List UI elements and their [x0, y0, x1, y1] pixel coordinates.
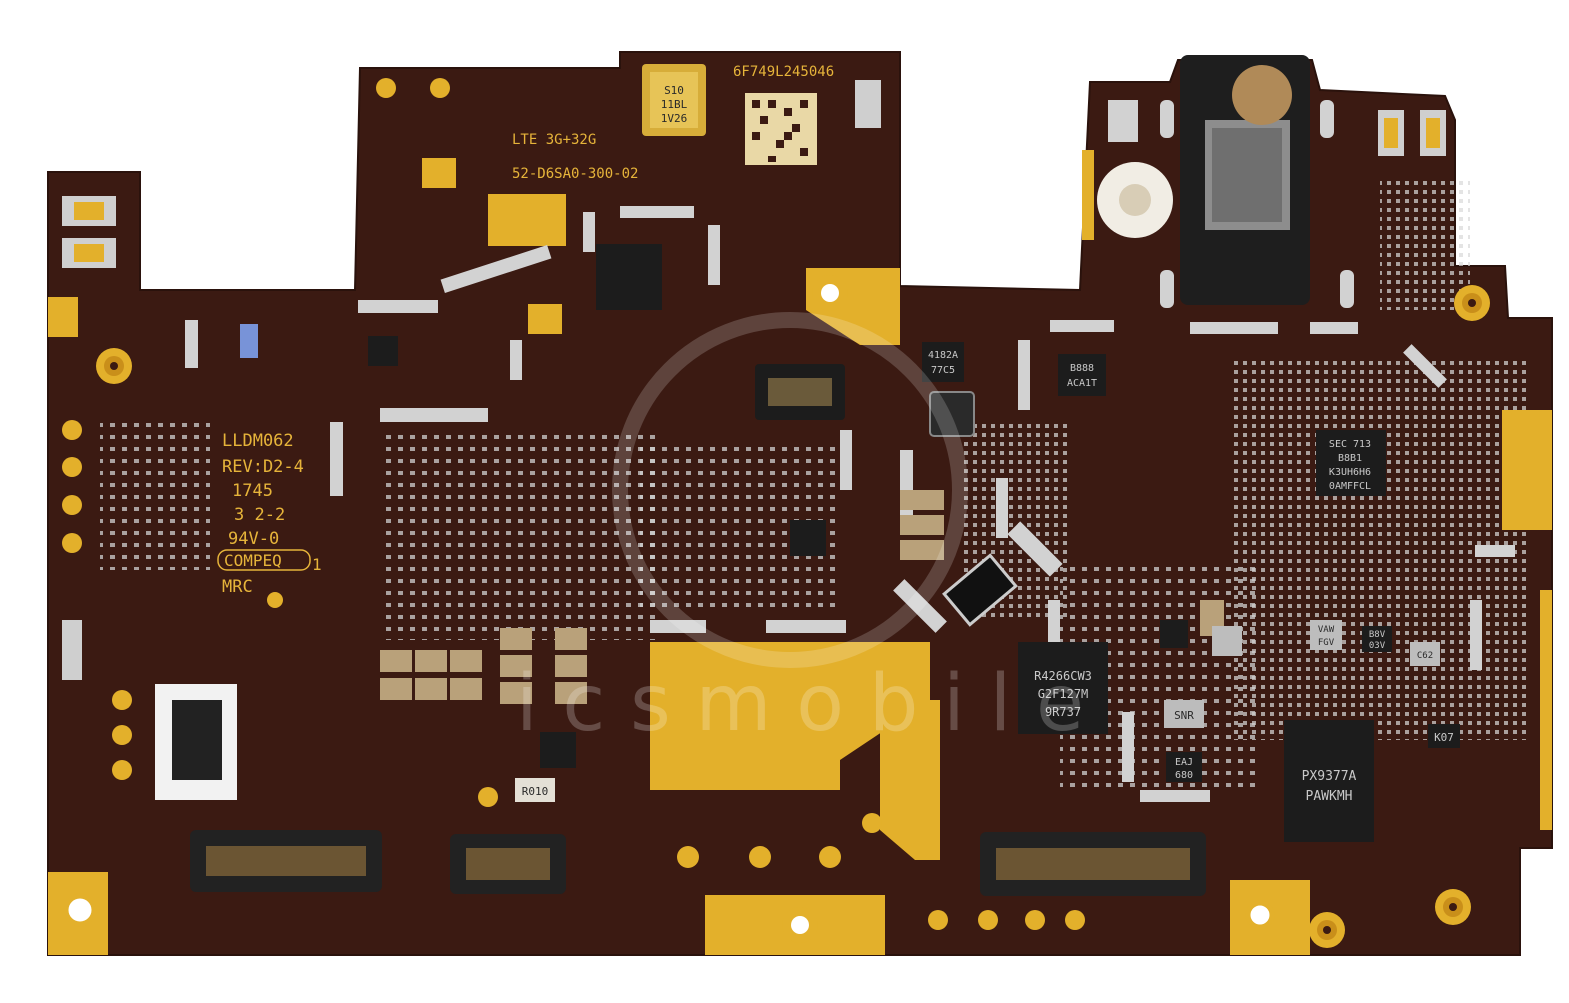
b2b-connector-top — [755, 364, 845, 420]
board-variant: LTE 3G+32G — [512, 132, 596, 148]
ic-small — [368, 336, 398, 366]
ic-small — [1362, 626, 1392, 652]
rf-connector — [96, 285, 1490, 948]
chip-sec-line-4: 0AMFFCL — [1329, 481, 1371, 492]
silk-flammability: 94V-0 — [228, 529, 279, 549]
ic-px9377a — [1284, 720, 1374, 842]
fpc-connector-left — [155, 684, 237, 800]
silk-origin: MRC — [222, 577, 253, 597]
ic-small — [540, 732, 576, 768]
silk-date: 1745 — [232, 481, 273, 501]
gold-pad-large — [650, 642, 930, 790]
chip-sec-line-1: SEC 713 — [1329, 439, 1371, 450]
silk-maker-outline — [217, 549, 311, 571]
shield-strips — [185, 100, 1515, 802]
silk-revision: REV:D2-4 — [222, 457, 304, 477]
chip-fgv-label: FGV — [1318, 638, 1335, 648]
chip-r4266-line-3: 9R737 — [1045, 705, 1081, 719]
chip-sec-line-3: K3UH6H6 — [1329, 467, 1371, 478]
board-serial: 6F749L245046 — [733, 64, 834, 80]
chip-snr-label: SNR — [1174, 709, 1194, 722]
ic-pmic-top — [922, 342, 964, 382]
ic-top — [596, 244, 662, 310]
b2b-connector-bottom-middle — [450, 834, 566, 894]
gold-pad — [48, 297, 78, 337]
cap-code-3: 1V26 — [661, 112, 688, 125]
chip-r4266-line-1: R4266CW3 — [1034, 669, 1092, 683]
board-part-number: 52-D6SA0-300-02 — [512, 166, 638, 182]
ic-small — [1410, 642, 1440, 666]
mount-hole — [63, 893, 97, 927]
passive-components — [380, 490, 1224, 704]
ic-small — [1310, 620, 1342, 650]
component-field — [100, 420, 210, 570]
ic-eaj — [1166, 752, 1202, 782]
chip-eaj-line-1: EAJ — [1175, 757, 1193, 768]
chip-px-line-2: PAWKMH — [1306, 789, 1353, 804]
gold-pad — [488, 194, 566, 246]
component-field — [380, 430, 660, 640]
power-inductor — [942, 553, 1018, 627]
chip-eaj-line-2: 680 — [1175, 770, 1193, 781]
chip-pmic-label-1: 4182A — [928, 350, 958, 361]
silk-maker: COMPEQ — [224, 551, 282, 570]
mount-hole — [791, 916, 809, 934]
chip-03v-label: 03V — [1369, 641, 1386, 651]
component-field — [1380, 180, 1470, 310]
silk-model: LLDM062 — [222, 431, 294, 451]
gold-pad — [422, 158, 456, 188]
cap-code-2: 11BL — [661, 98, 688, 111]
chip-sec-line-2: B8B1 — [1338, 453, 1362, 464]
b2b-connector-bottom-right — [980, 832, 1206, 896]
chip-r4266-line-2: G2F127M — [1038, 687, 1089, 701]
watermark-logo — [612, 312, 968, 668]
tantalum-cap-face — [650, 72, 698, 128]
chip-c62-label: C62 — [1417, 651, 1433, 661]
ic-k07 — [1428, 724, 1460, 748]
ic-snr — [1164, 700, 1204, 728]
chip-b888-label-2: ACA1T — [1067, 378, 1097, 389]
ic-r4266 — [1018, 642, 1108, 734]
ic-small — [1212, 626, 1242, 656]
gold-pad — [880, 700, 940, 860]
cap-code-1: S10 — [664, 84, 684, 97]
silkscreen-block: LLDM062 REV:D2-4 1745 3 2-2 94V-0 COMPEQ… — [217, 431, 322, 597]
silk-maker-suffix: 1 — [312, 555, 322, 574]
b2b-connector-bottom-left — [190, 830, 382, 892]
headphone-jack — [1097, 55, 1310, 305]
contact-pads — [62, 80, 1446, 680]
chip-pmic-label-2: 77C5 — [931, 365, 955, 376]
chip-px-line-1: PX9377A — [1302, 769, 1357, 784]
ic-b888 — [1058, 354, 1106, 396]
gold-pad — [1540, 590, 1552, 830]
gold-pad — [1082, 150, 1094, 240]
mount-hole — [1245, 900, 1275, 930]
test-pads — [62, 78, 1085, 930]
mount-hole — [821, 284, 839, 302]
gold-pad — [528, 304, 562, 334]
datamatrix-code — [745, 93, 817, 165]
ic-small — [1160, 620, 1188, 648]
resistor-r010-label: R010 — [522, 785, 549, 798]
ic-memory-sec — [1316, 430, 1386, 496]
chip-b8v-label: B8V — [1369, 630, 1386, 640]
chip-k07-label: K07 — [1434, 731, 1454, 744]
chip-vaw-label: VAW — [1318, 625, 1335, 635]
gold-pad — [1502, 410, 1552, 530]
resistor-r010 — [515, 778, 555, 802]
inductor — [929, 391, 975, 437]
chip-b888-label-1: B888 — [1070, 363, 1094, 374]
ic-small — [790, 520, 826, 556]
silk-code: 3 2-2 — [234, 505, 285, 525]
blue-component — [240, 324, 258, 358]
watermark-text: i c s m o b i l e — [516, 659, 1084, 749]
